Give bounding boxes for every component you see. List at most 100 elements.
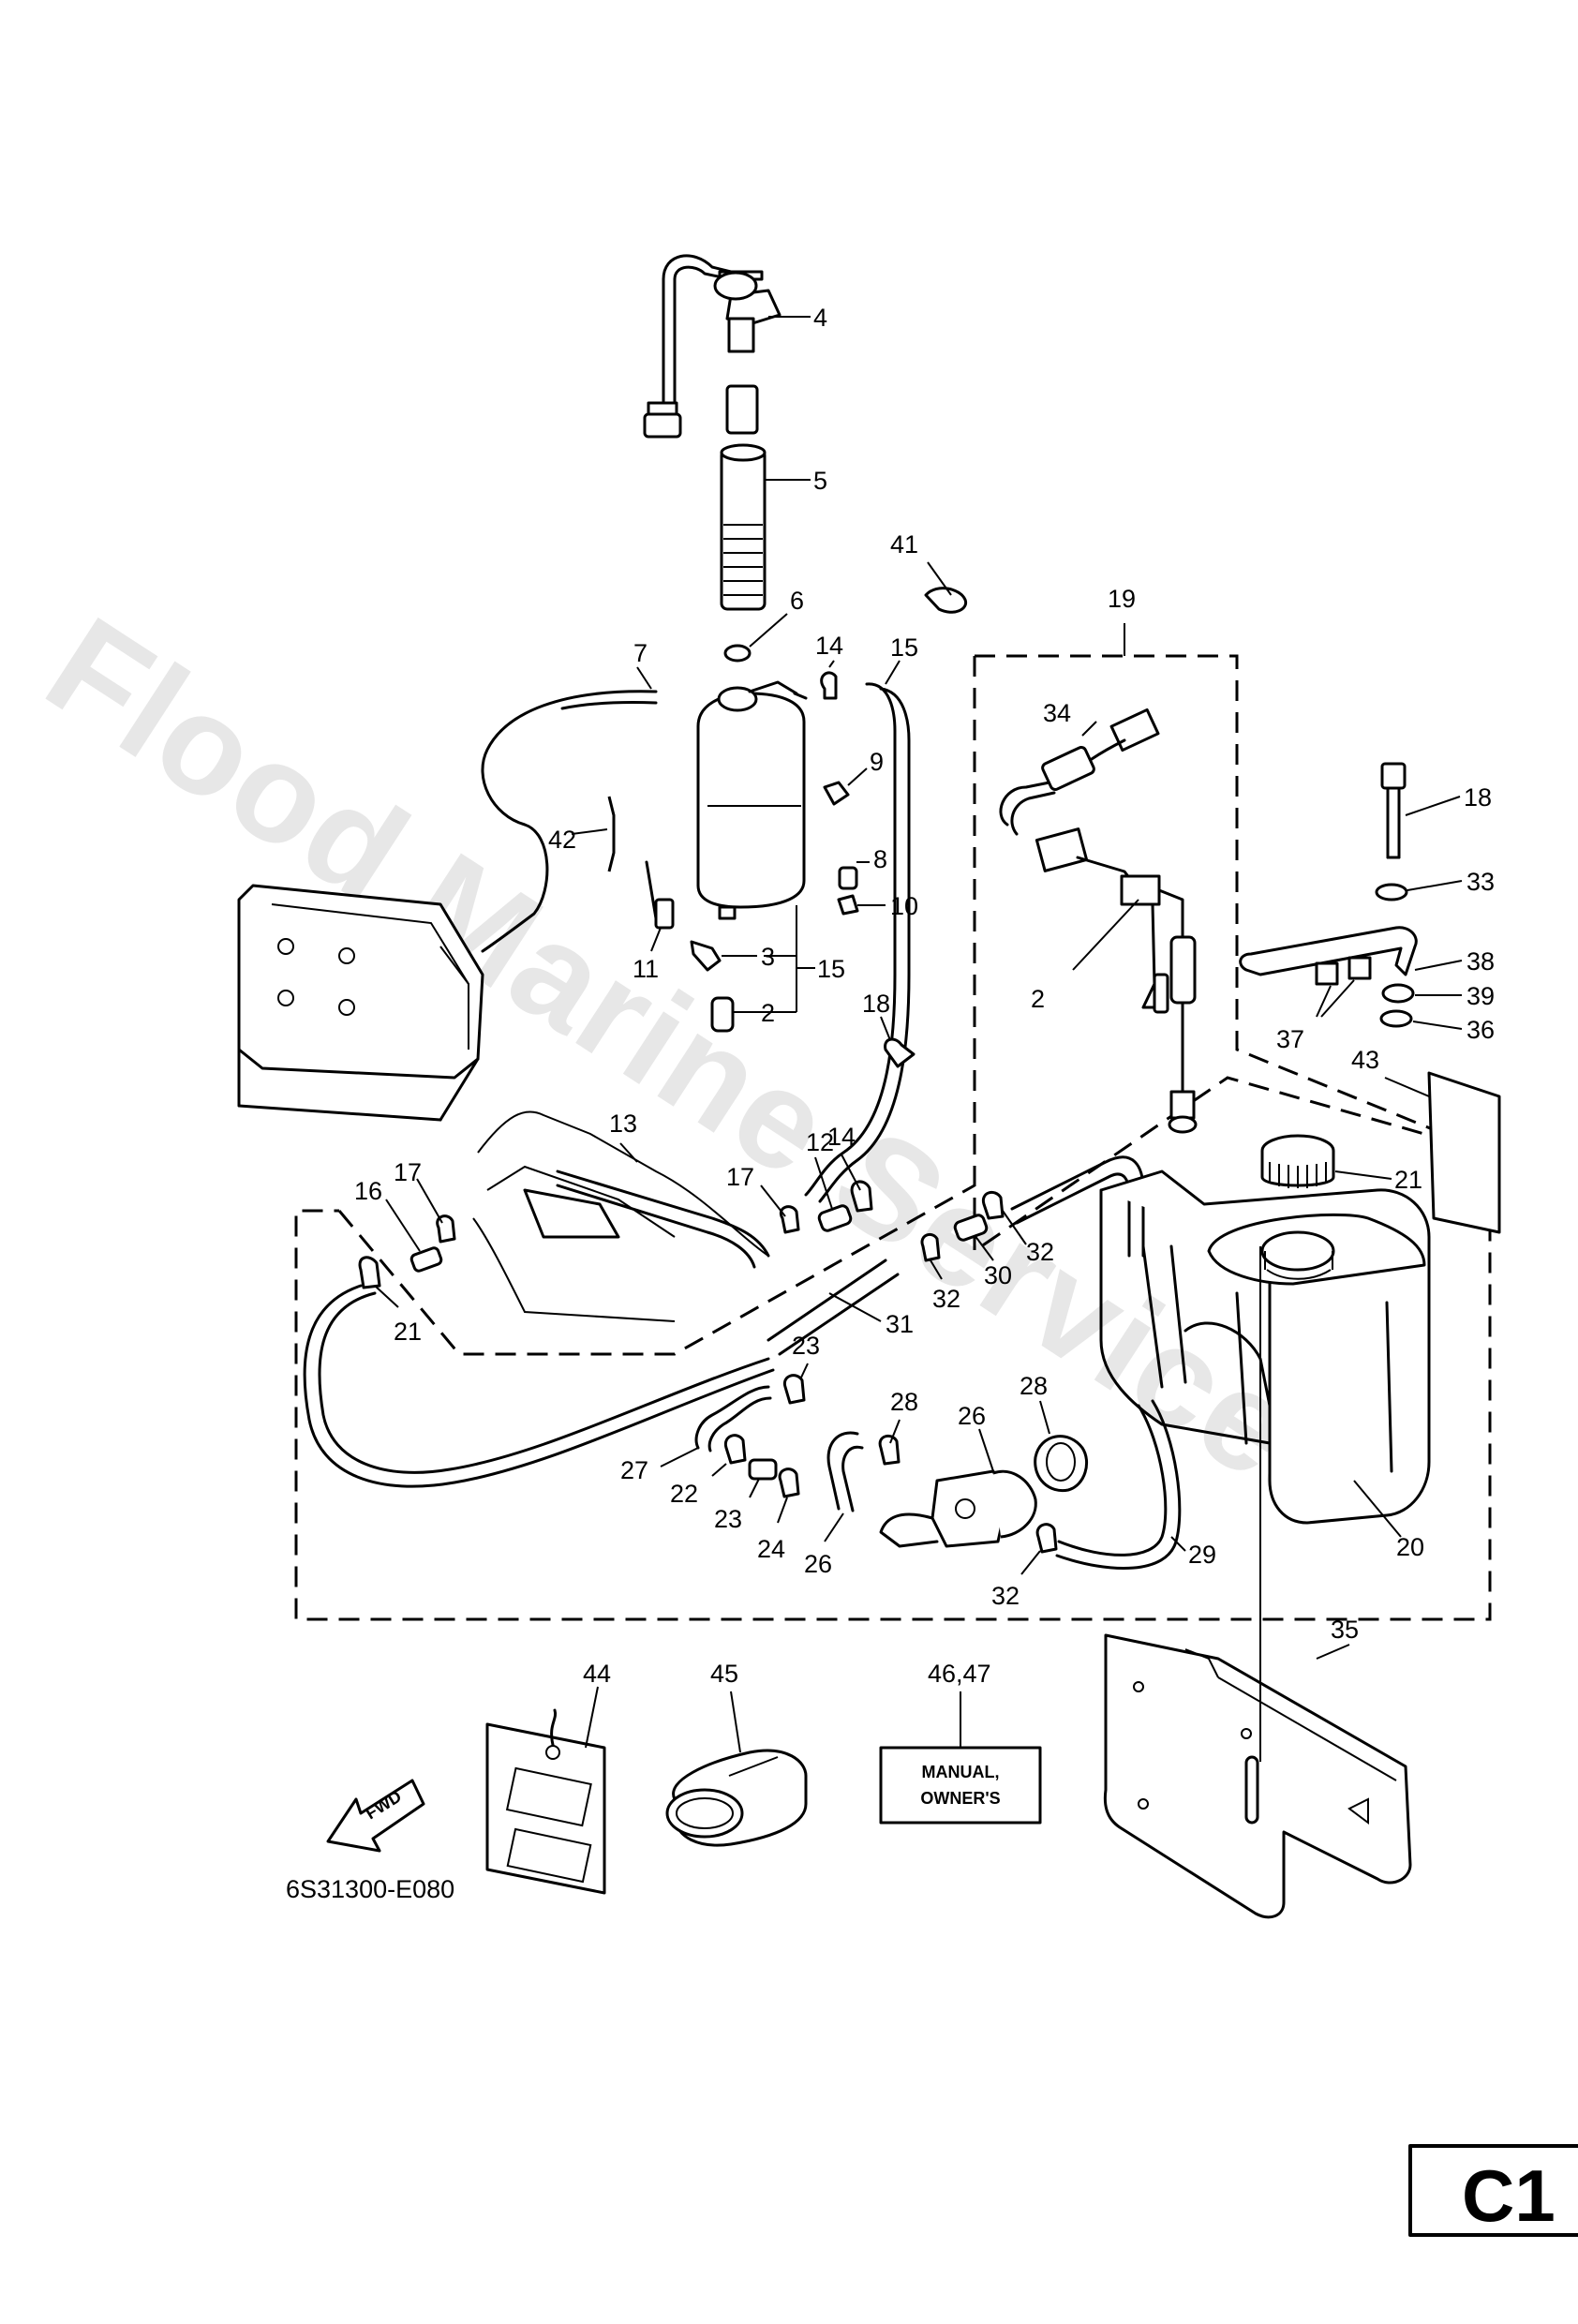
assembly-13-subgroup	[337, 1184, 975, 1356]
grommet-11	[645, 860, 675, 930]
callout-31: 31	[886, 1310, 914, 1338]
hose-fitting-12	[817, 1204, 853, 1232]
section-code: C1	[1462, 2154, 1556, 2237]
callout-19: 19	[1108, 585, 1136, 613]
assembly-19-top	[975, 654, 1491, 1155]
washer-39b	[1379, 1009, 1413, 1028]
fuel-pump	[879, 1469, 1037, 1548]
sub-oil-tank	[696, 680, 808, 920]
tag-44	[485, 1708, 606, 1895]
tank-cap	[1260, 1134, 1335, 1188]
clip-32d	[1035, 1523, 1058, 1554]
callout-9: 9	[870, 748, 884, 776]
clip-17a	[779, 1205, 800, 1234]
filter-cap-28	[1034, 1435, 1088, 1493]
callout-8: 8	[873, 845, 887, 873]
bolt-10	[837, 894, 859, 916]
clip-26b	[778, 1467, 800, 1498]
section-indicator: C1	[1408, 2144, 1578, 2237]
fuel-hose-22	[318, 1291, 770, 1474]
hose-29	[1057, 1404, 1168, 1557]
callout-38: 18	[1464, 783, 1492, 812]
callout-20: 20	[1396, 1533, 1424, 1561]
callout-15: 15	[890, 633, 918, 662]
hose-joint-16	[409, 1246, 443, 1273]
hose-joint-30	[953, 1214, 989, 1242]
hose-clip-top	[820, 671, 838, 700]
callout-13: 13	[609, 1110, 637, 1138]
warning-label-43	[1427, 1071, 1501, 1234]
oil-level-switch-lead	[999, 708, 1184, 1009]
callout-39-b: 36	[1466, 1016, 1495, 1044]
clip-18	[884, 1037, 916, 1068]
callout-46-47: 46,47	[928, 1660, 991, 1688]
pad-37a	[1315, 961, 1339, 986]
oil-filter	[720, 443, 767, 611]
clip-23b	[723, 1434, 747, 1465]
catalog-code: 6S31300-E080	[286, 1875, 454, 1903]
callout-42: 42	[548, 826, 576, 854]
callout-40: 39	[1466, 982, 1495, 1010]
callout-37: 37	[1276, 1025, 1304, 1053]
callout-3: 3	[761, 943, 775, 971]
callout-1: 15	[817, 955, 845, 983]
callout-39-a: 33	[1466, 868, 1495, 896]
bracket-assembly-13	[472, 1110, 770, 1322]
fuel-hose-31	[767, 1259, 887, 1342]
callout-7: 7	[633, 639, 648, 667]
bolt-38	[1380, 762, 1407, 859]
callout-27: 26	[958, 1402, 986, 1430]
callout-23-b: 22	[670, 1480, 698, 1508]
oil-level-sender	[1153, 935, 1198, 1134]
callout-17-b: 17	[394, 1158, 422, 1186]
callout-26-a: 28	[890, 1388, 918, 1416]
callout-32-c: 32	[932, 1285, 960, 1313]
callout-36: 38	[1466, 947, 1495, 976]
callout-24: 23	[714, 1505, 742, 1533]
clip-32b	[981, 1190, 1005, 1220]
clip-32c	[920, 1232, 941, 1262]
callout-21: 21	[1394, 1166, 1422, 1194]
callout-10: 10	[890, 892, 918, 920]
callout-28: 28	[1020, 1372, 1048, 1400]
oil-level-sensor-cap	[643, 254, 782, 439]
callout-18: 18	[862, 990, 890, 1018]
joint-24	[748, 1458, 778, 1481]
callout-33: 2	[1031, 985, 1045, 1013]
clip-14b	[850, 1180, 873, 1213]
callout-12: 12	[806, 1128, 834, 1156]
owners-manual: MANUAL, OWNER'S	[879, 1746, 1042, 1825]
fitting-8	[838, 866, 858, 890]
caution-label	[607, 796, 616, 872]
manual-line-1: MANUAL,	[922, 1763, 1000, 1781]
forward-arrow: FWD	[326, 1779, 425, 1853]
hose-22-short	[694, 1385, 770, 1450]
callout-29: 29	[1188, 1541, 1216, 1569]
callout-32-d: 32	[991, 1582, 1020, 1610]
callout-14-top: 14	[815, 632, 843, 660]
callout-22: 27	[620, 1456, 648, 1484]
callout-32-b: 32	[1026, 1238, 1054, 1266]
clip-26a	[878, 1434, 901, 1466]
bolt-2	[710, 996, 735, 1033]
cable-clamp	[924, 587, 968, 614]
main-oil-tank	[1099, 1169, 1431, 1525]
pad-37b	[1347, 956, 1372, 980]
callout-17-a: 17	[726, 1163, 754, 1191]
callout-23-a: 23	[792, 1332, 820, 1360]
callout-6: 6	[790, 587, 804, 615]
callout-44: 44	[583, 1660, 611, 1688]
callout-25: 26	[804, 1550, 832, 1578]
callout-41: 41	[890, 530, 918, 559]
callout-45: 45	[710, 1660, 738, 1688]
oil-return-hose	[804, 682, 897, 1197]
callout-32-a: 21	[394, 1318, 422, 1346]
callout-34: 34	[1043, 699, 1071, 727]
clip-32a	[358, 1256, 381, 1289]
callout-5: 5	[813, 467, 827, 495]
callout-4: 4	[813, 304, 827, 332]
engine-cowling	[237, 884, 484, 1122]
tank-bracket	[1103, 1633, 1412, 1919]
